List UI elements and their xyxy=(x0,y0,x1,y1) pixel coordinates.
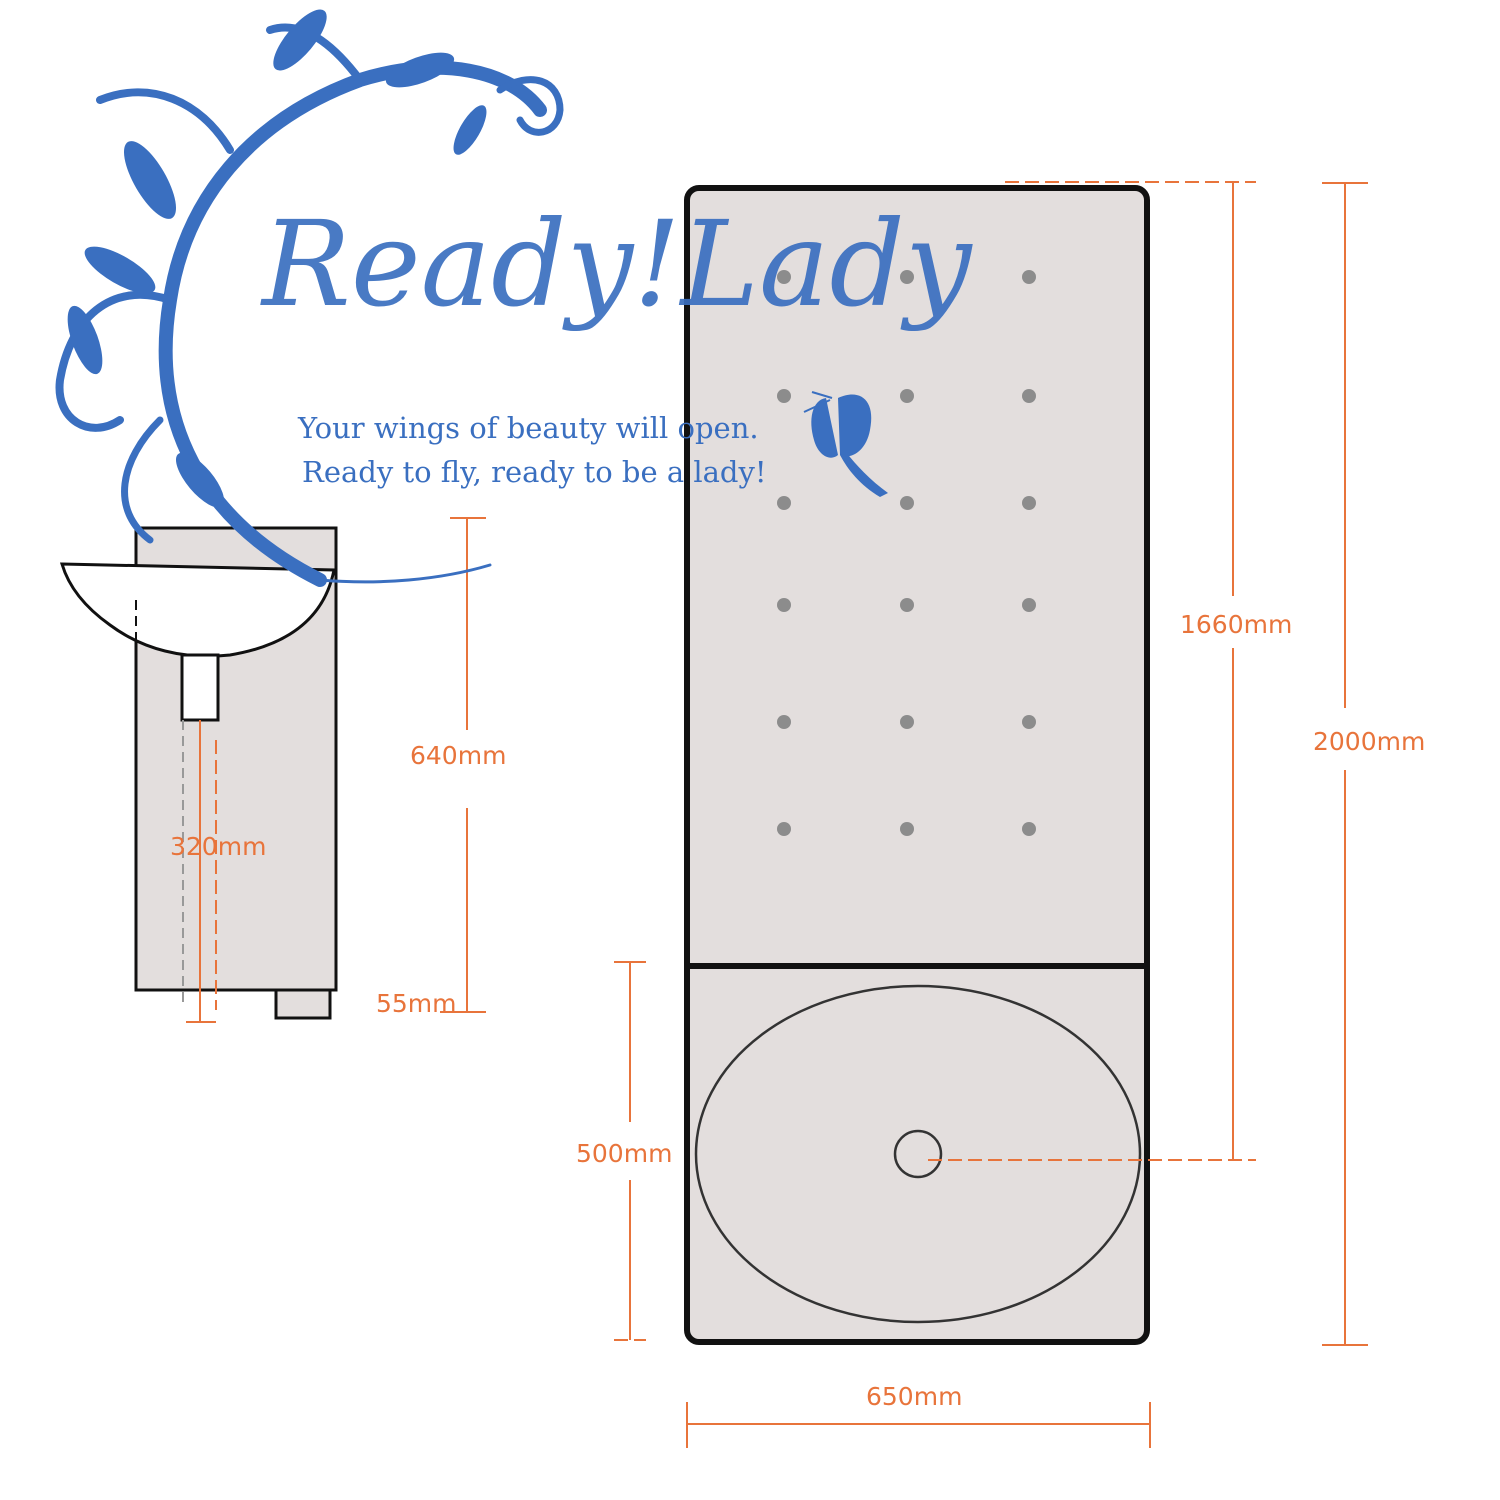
mirror-light-dot xyxy=(1022,715,1036,729)
brand-title: Ready!Lady xyxy=(260,195,973,333)
mirror-light-dot xyxy=(1022,496,1036,510)
foot-label: 55mm xyxy=(376,989,457,1018)
floral-leaves xyxy=(67,9,487,508)
total-height-label: 2000mm xyxy=(1313,727,1425,756)
mirror-light-dot xyxy=(777,598,791,612)
mirror-light-dot xyxy=(1022,598,1036,612)
depth-label: 320mm xyxy=(170,832,266,861)
mirror-light-dot xyxy=(900,496,914,510)
side-cabinet-foot xyxy=(274,988,332,1020)
mirror-light-dot xyxy=(777,715,791,729)
mirror-light-dot xyxy=(900,598,914,612)
mirror-light-dot xyxy=(900,715,914,729)
mirror-light-dot xyxy=(1022,822,1036,836)
mirror-light-dot xyxy=(1022,270,1036,284)
mirror-height-label: 1660mm xyxy=(1180,610,1292,639)
mirror-light-dot xyxy=(777,270,791,284)
tagline-line-2: Ready to fly, ready to be a lady! xyxy=(302,455,767,489)
width-label: 650mm xyxy=(866,1382,962,1411)
mirror-light-dot xyxy=(900,822,914,836)
side-view: 320mm 640mm 55mm xyxy=(59,517,506,1023)
front-view: 1660mm 2000mm 500mm 650mm xyxy=(576,181,1425,1448)
mirror-light-dot xyxy=(777,496,791,510)
mirror-light-dot xyxy=(900,270,914,284)
tagline-line-1: Your wings of beauty will open. xyxy=(297,411,759,445)
mirror-light-dot xyxy=(777,822,791,836)
height-label: 640mm xyxy=(410,741,506,770)
mirror-cabinet-panel xyxy=(684,185,1150,1345)
side-drain-pipe xyxy=(180,653,220,722)
front-basin-drain xyxy=(893,1129,943,1179)
mirror-light-dot xyxy=(900,389,914,403)
mirror-light-dots xyxy=(777,270,1036,836)
mirror-light-dot xyxy=(1022,389,1036,403)
basin-height-label: 500mm xyxy=(576,1139,672,1168)
brand-watermark: Ready!Lady Your wings of beauty will ope… xyxy=(55,9,973,587)
mirror-light-dot xyxy=(777,389,791,403)
front-basin-bowl xyxy=(694,984,1142,1324)
butterfly-icon xyxy=(803,391,888,497)
